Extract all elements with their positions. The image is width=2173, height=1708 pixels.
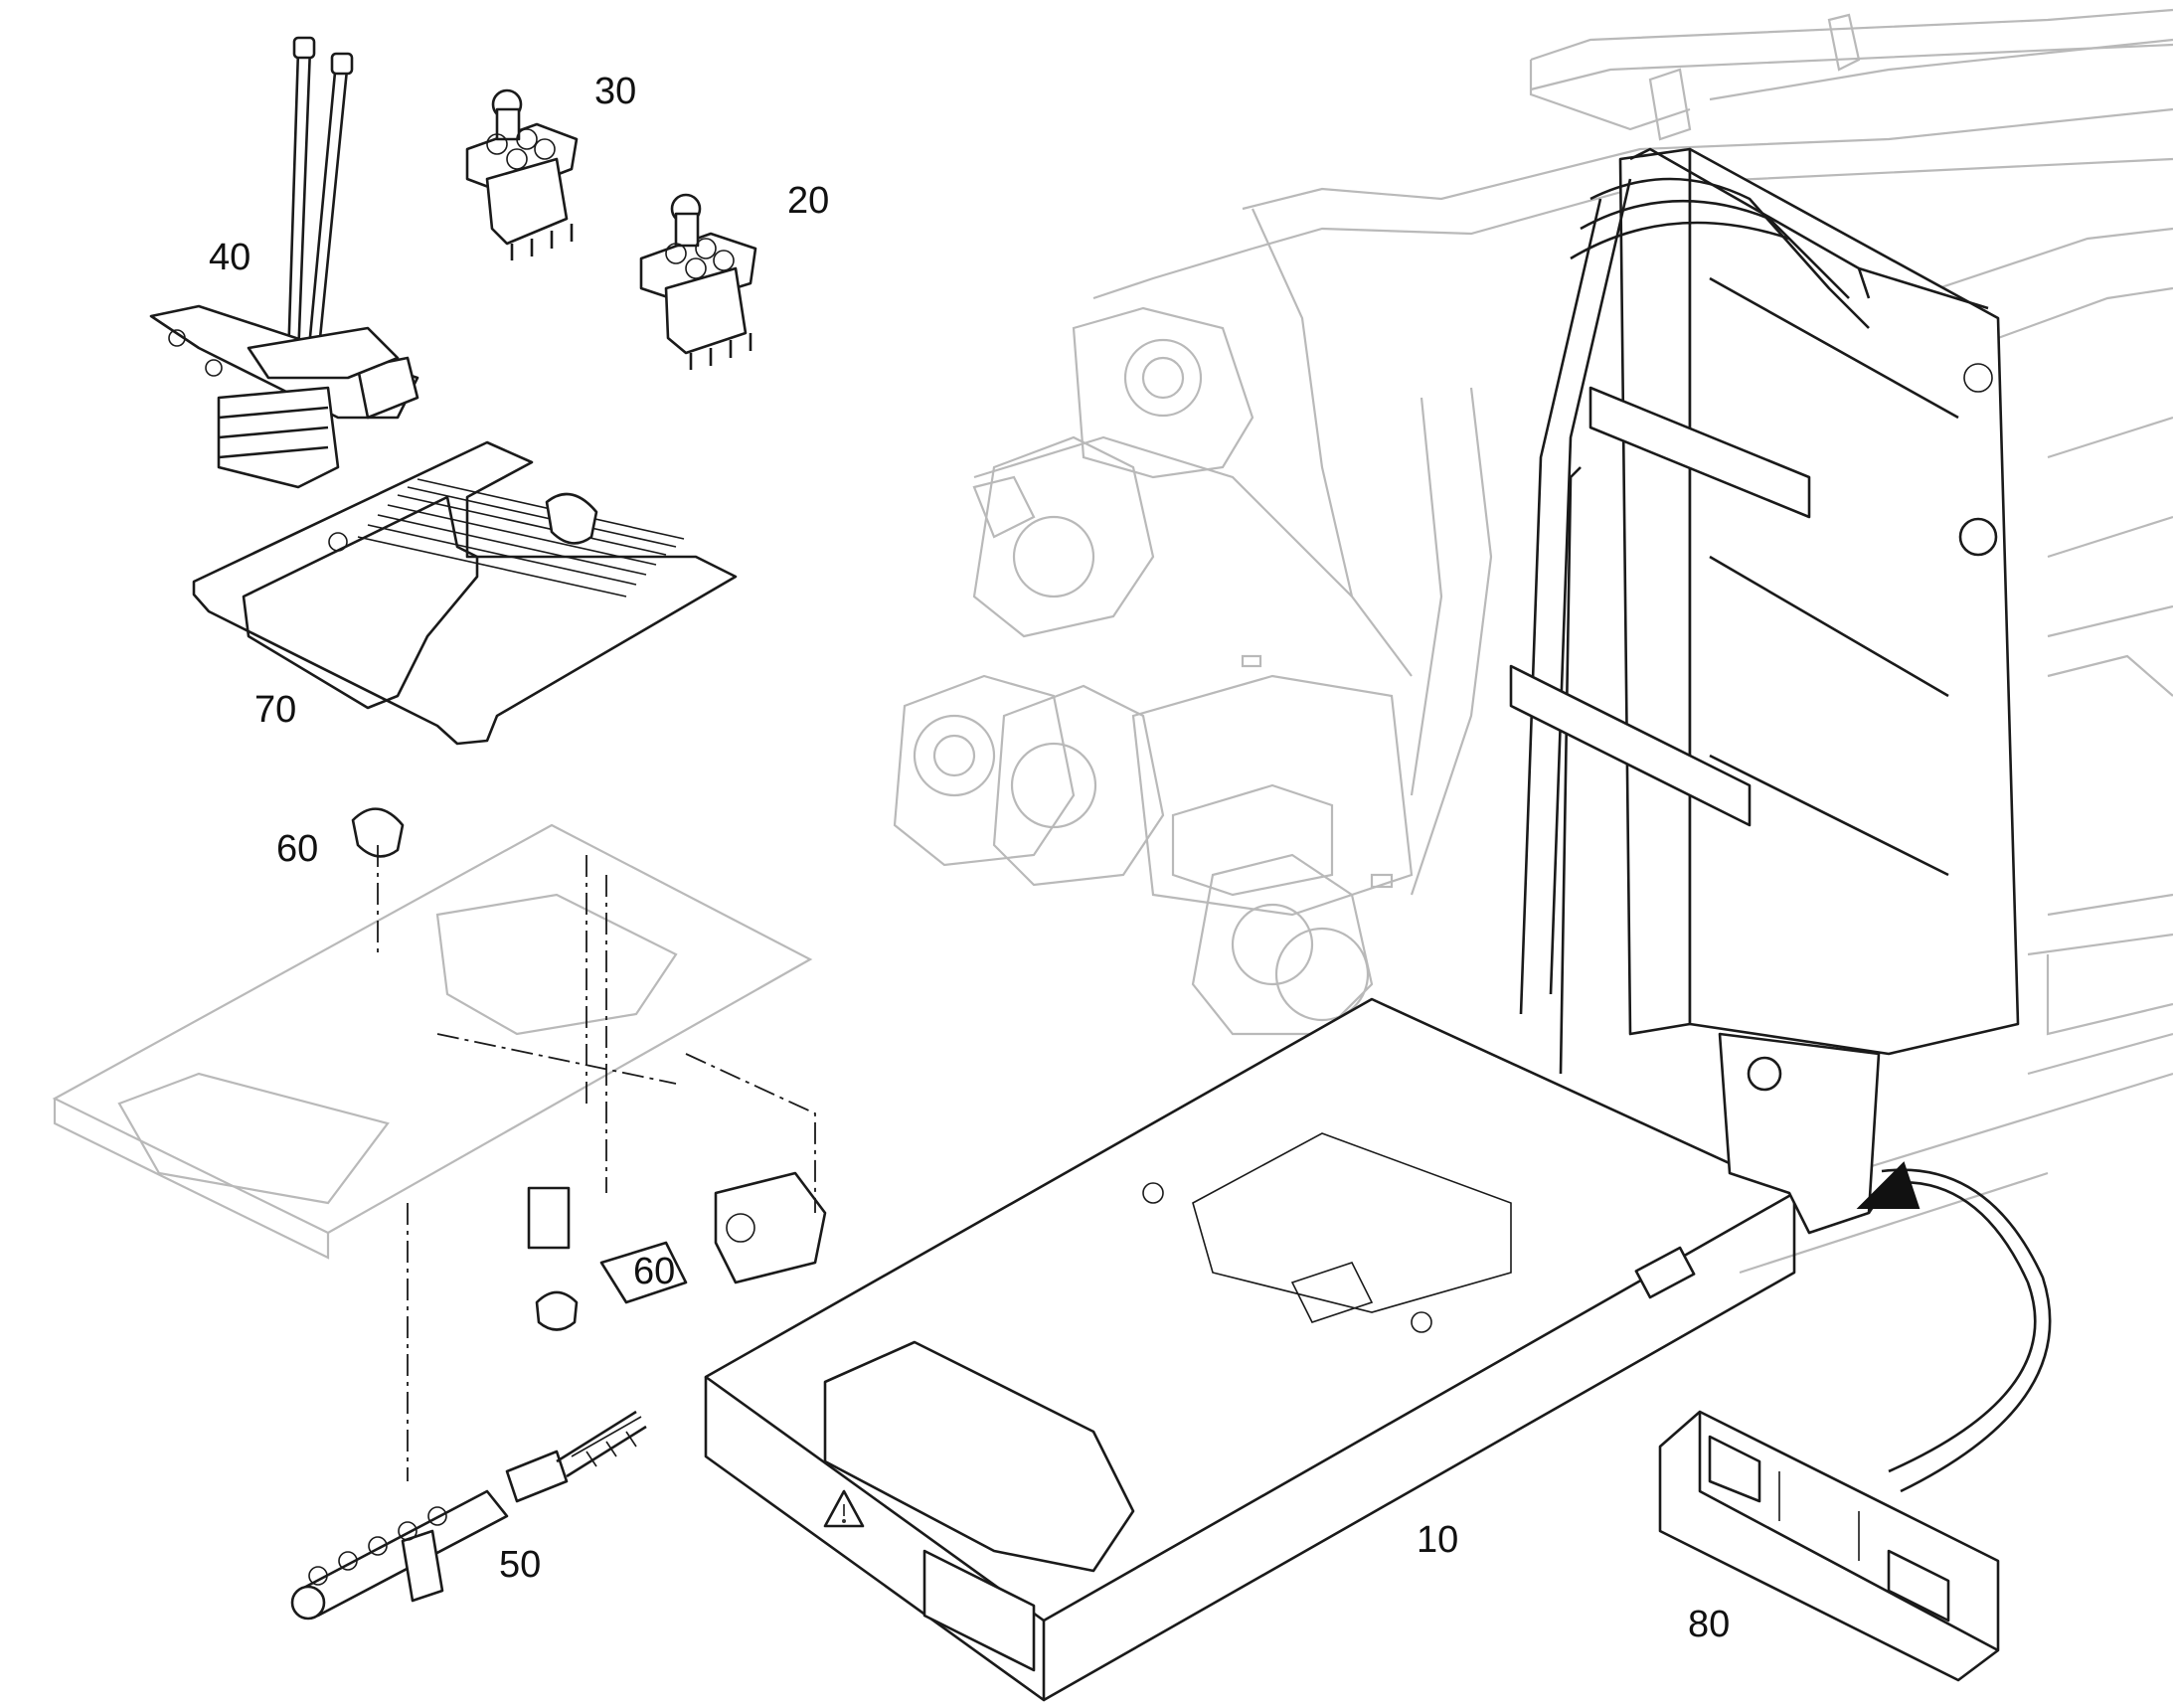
floor-plate-exploded — [52, 823, 816, 1481]
callout-part-20: 20 — [787, 180, 830, 222]
part-30-pilot-valve — [465, 88, 579, 260]
machine-frame-background — [893, 8, 2173, 1275]
callout-part-30: 30 — [594, 71, 637, 112]
callout-part-70: 70 — [254, 689, 297, 731]
callout-part-60-lower: 60 — [633, 1251, 676, 1292]
callout-part-50: 50 — [499, 1544, 542, 1586]
part-20-pilot-valve — [639, 193, 757, 370]
callout-part-40: 40 — [209, 237, 251, 278]
rotation-arrow — [1856, 1161, 2052, 1493]
part-40-pedal-lever-assembly — [149, 36, 419, 489]
part-60-clamps — [351, 492, 827, 1331]
part-70-floor-mat — [192, 440, 738, 746]
callout-part-60-upper: 60 — [276, 828, 319, 870]
part-10-cab-frame-assembly — [704, 147, 2020, 1702]
part-80-storage-tray — [1658, 1410, 2000, 1682]
callout-part-10: 10 — [1417, 1519, 1459, 1561]
part-50-manifold — [290, 1410, 647, 1621]
callout-part-80: 80 — [1688, 1604, 1731, 1645]
